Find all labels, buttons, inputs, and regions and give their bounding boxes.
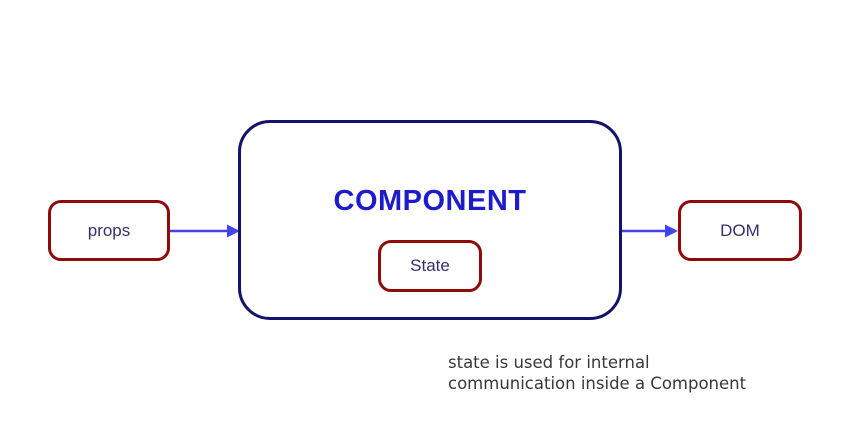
caption-line-2: communication inside a Component bbox=[448, 374, 747, 393]
node-state: State bbox=[378, 240, 482, 292]
node-props: props bbox=[48, 200, 170, 261]
node-dom: DOM bbox=[678, 200, 802, 261]
caption: state is used for internal communication… bbox=[448, 352, 746, 394]
node-state-label: State bbox=[410, 256, 450, 275]
node-dom-label: DOM bbox=[720, 220, 760, 240]
caption-line-1: state is used for internal bbox=[448, 353, 650, 372]
arrow-right-icon bbox=[622, 224, 678, 238]
component-title: COMPONENT bbox=[333, 185, 527, 217]
arrow-right-icon bbox=[170, 224, 240, 238]
node-props-label: props bbox=[87, 220, 131, 240]
